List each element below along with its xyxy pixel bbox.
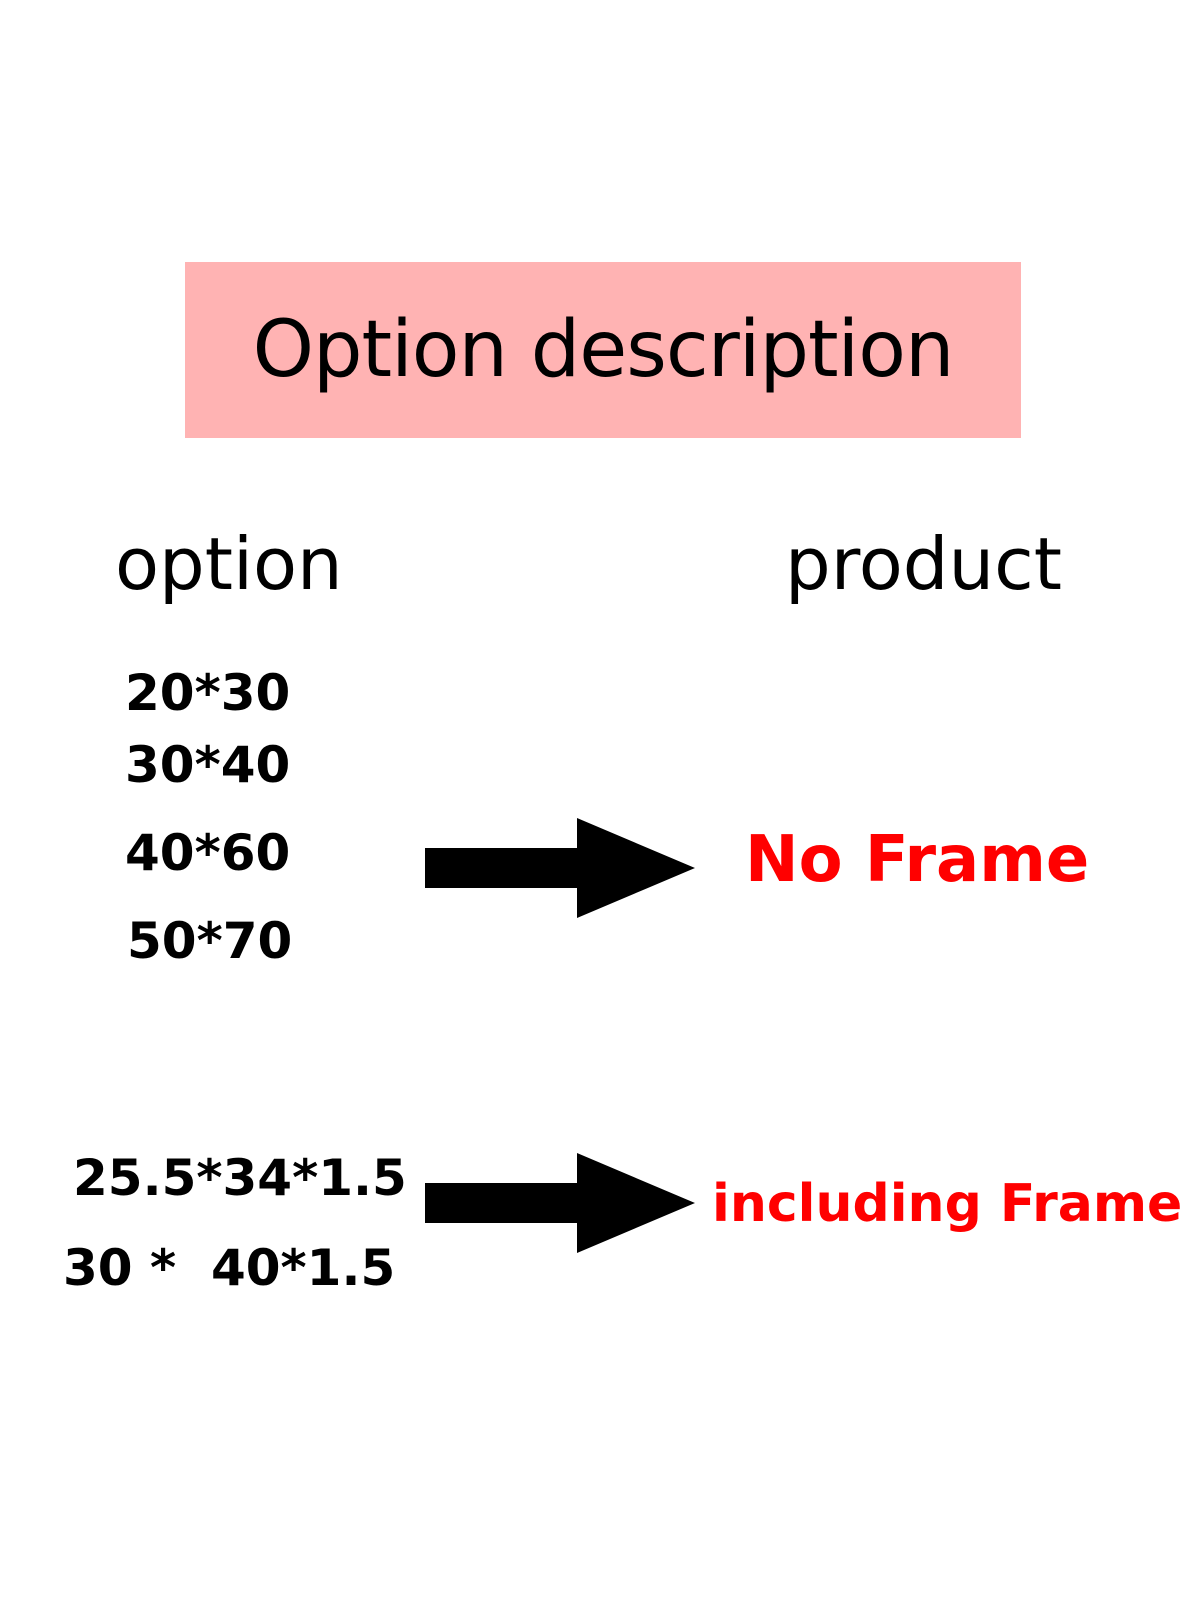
option-size-item: 30 * 40*1.5 xyxy=(63,1239,396,1297)
right-arrow-shape xyxy=(425,818,695,918)
right-arrow-shape xyxy=(425,1153,695,1253)
product-including-frame-label: including Frame xyxy=(712,1174,1183,1234)
product-no-frame-label: No Frame xyxy=(745,823,1090,897)
title-banner: Option description xyxy=(185,262,1021,438)
right-arrow-icon xyxy=(425,818,695,918)
option-size-item: 30*40 xyxy=(125,736,291,794)
page-title: Option description xyxy=(252,305,955,395)
option-column-header: option xyxy=(115,522,343,606)
option-size-item: 40*60 xyxy=(125,824,291,882)
right-arrow-icon xyxy=(425,1153,695,1253)
option-size-item: 50*70 xyxy=(127,912,293,970)
option-size-item: 20*30 xyxy=(125,664,291,722)
option-size-item: 25.5*34*1.5 xyxy=(73,1149,407,1207)
product-column-header: product xyxy=(785,522,1062,606)
